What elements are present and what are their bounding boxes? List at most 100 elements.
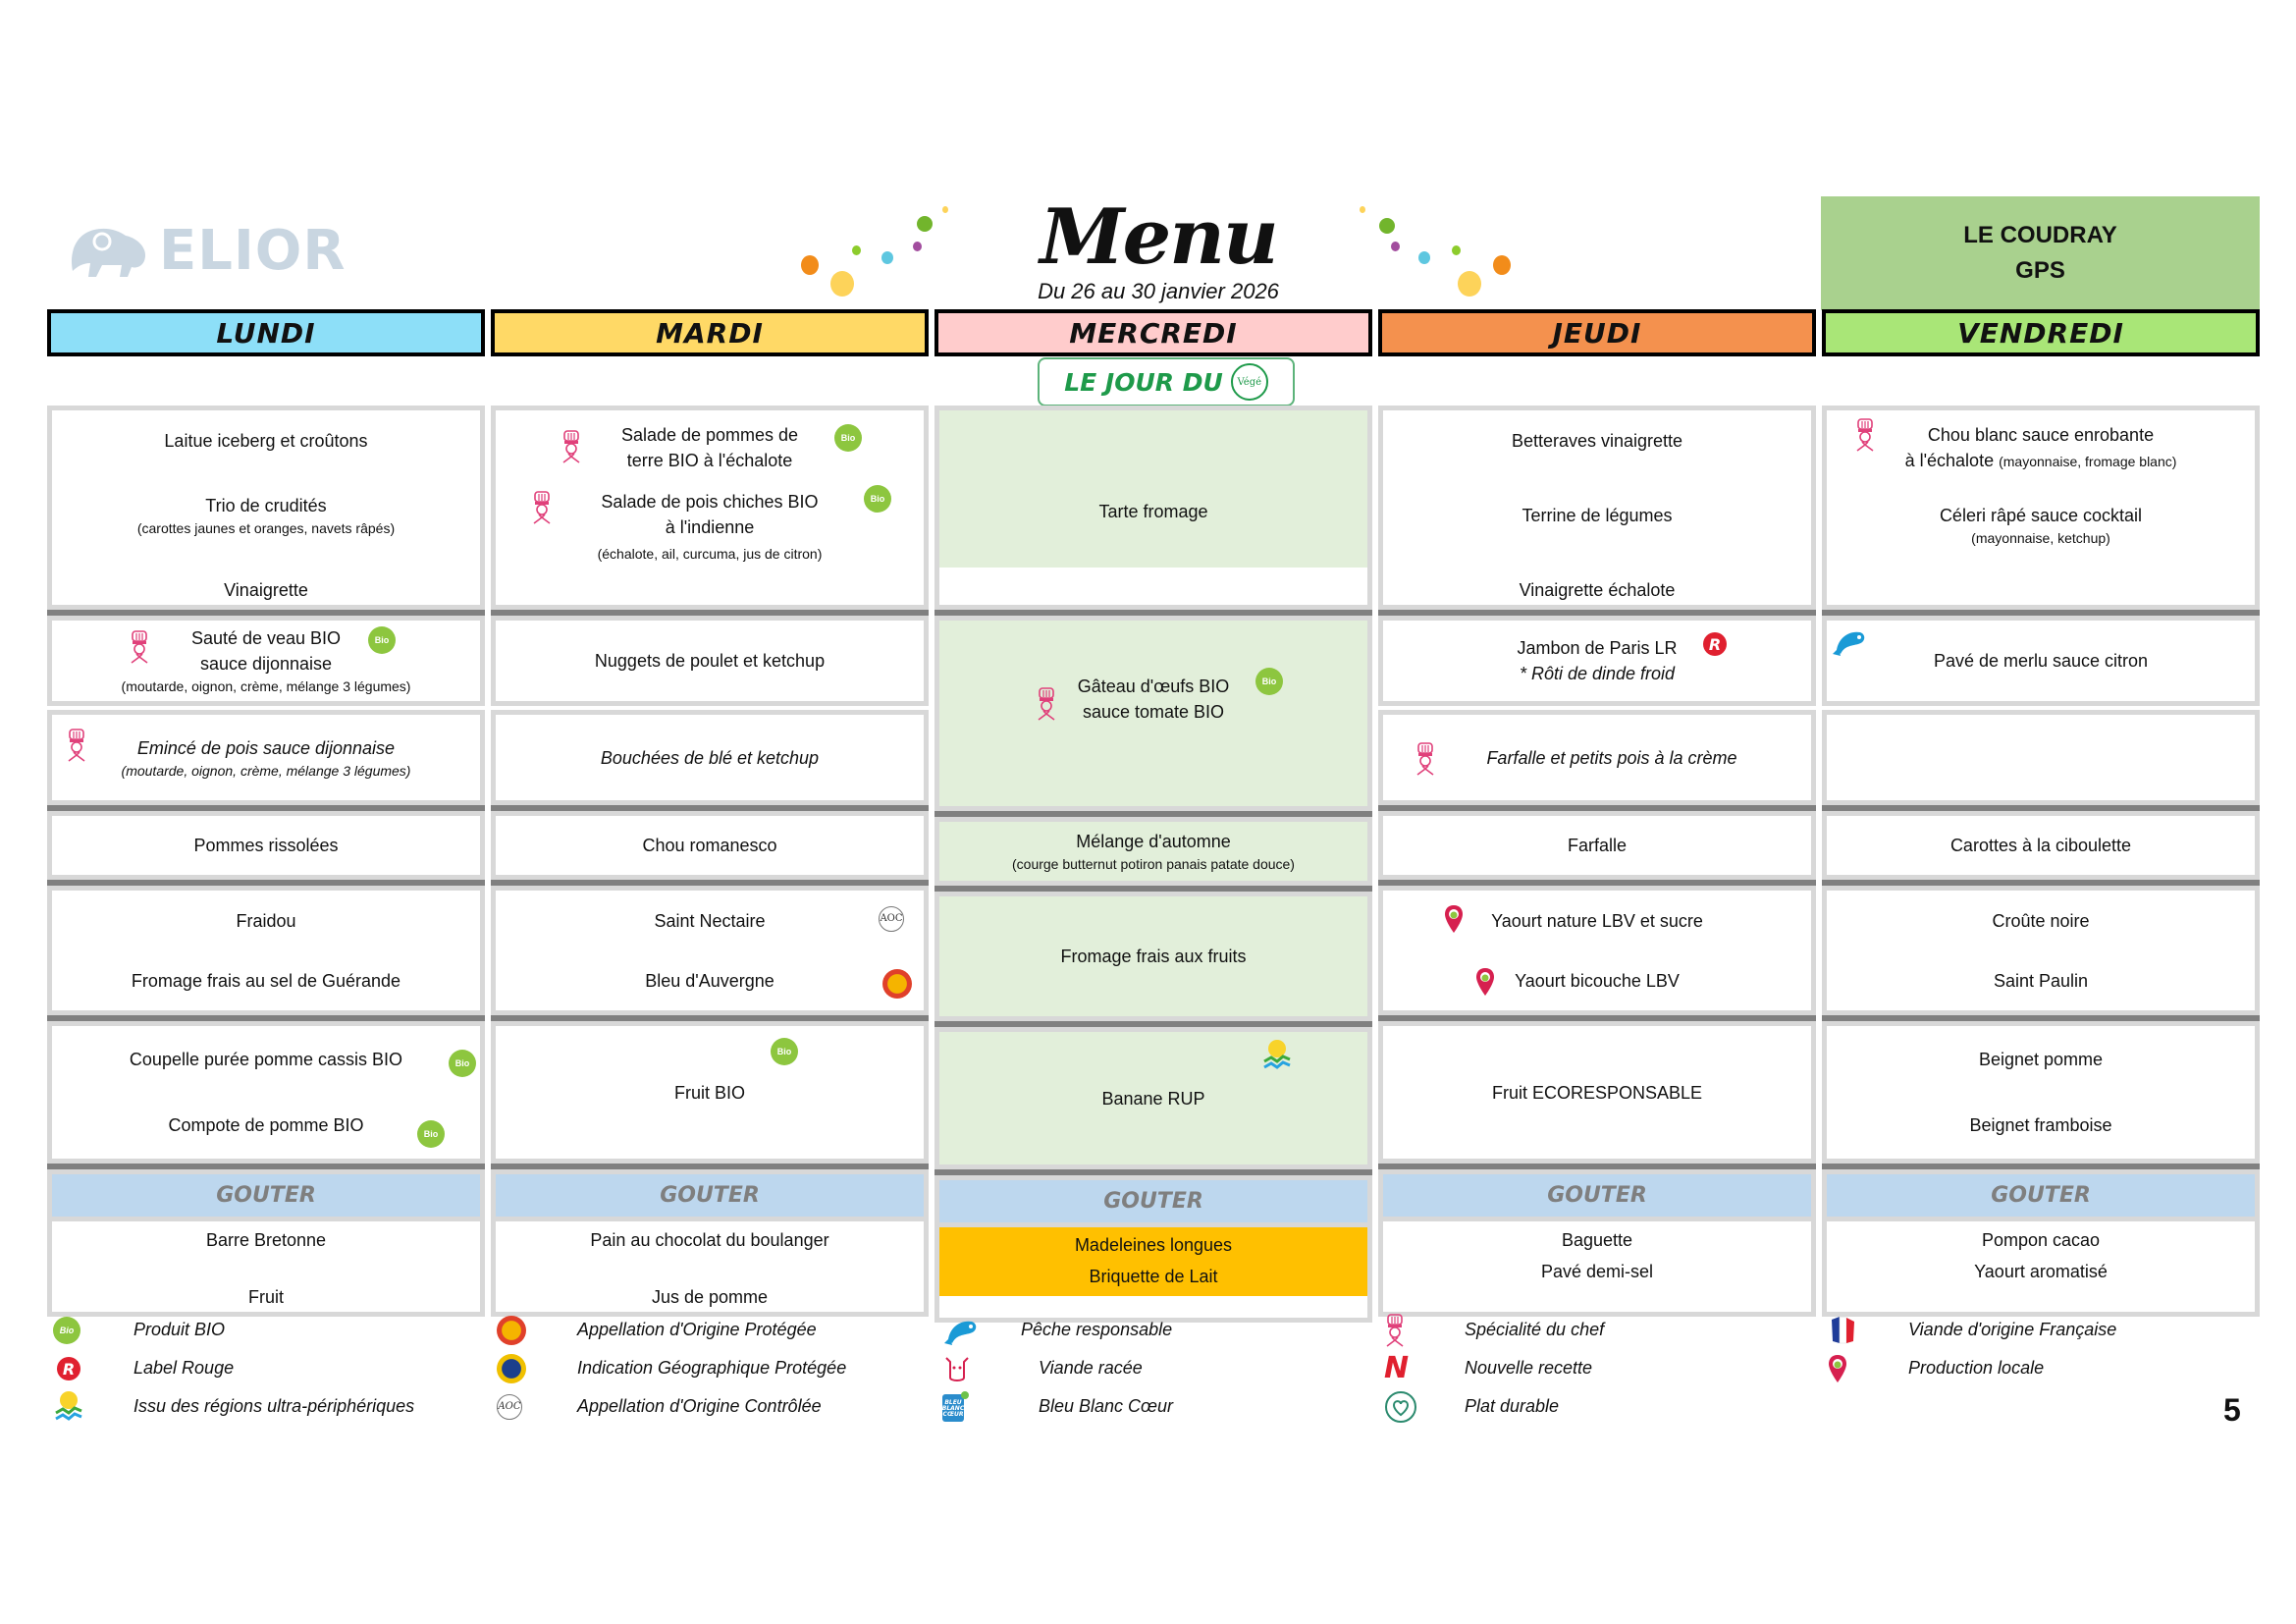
menu-item: Farfalle bbox=[1567, 836, 1628, 855]
menu-item: Madeleines longues bbox=[1074, 1235, 1233, 1255]
gouter-cell: Baguette Pavé demi-sel bbox=[1378, 1217, 1816, 1317]
menu-item: Fruit BIO bbox=[673, 1082, 745, 1103]
side-cell: Farfalle bbox=[1378, 811, 1816, 880]
legend-column: Viande d'origine Française Production lo… bbox=[1822, 1314, 2260, 1423]
chef-icon bbox=[561, 430, 582, 463]
menu-item: * Rôti de dinde froid bbox=[1519, 664, 1676, 683]
side-cell: Mélange d'automne (courge butternut poti… bbox=[934, 817, 1372, 886]
menu-item: Jambon de Paris LR bbox=[1517, 638, 1678, 658]
legend-label: Appellation d'Origine Protégée bbox=[577, 1320, 817, 1339]
bio-icon: Bio bbox=[449, 1050, 476, 1077]
local-pin-icon bbox=[1475, 967, 1495, 997]
menu-item: Sauté de veau BIO bbox=[190, 628, 342, 648]
menu-item: Pain au chocolat du boulanger bbox=[590, 1230, 829, 1250]
bio-icon: Bio bbox=[368, 626, 396, 654]
menu-item: Carottes à la ciboulette bbox=[1949, 836, 2132, 855]
menu-item-detail: (moutarde, oignon, crème, mélange 3 légu… bbox=[121, 678, 411, 694]
menu-item: Croûte noire bbox=[1992, 910, 2090, 931]
legend-item: Production locale bbox=[1822, 1352, 2260, 1384]
legend-label: Production locale bbox=[1908, 1358, 2045, 1378]
site-sub: GPS bbox=[2015, 257, 2065, 284]
menu-item: Gâteau d'œufs BIO bbox=[1077, 677, 1230, 696]
legend-column: Appellation d'Origine Protégée Indicatio… bbox=[491, 1314, 929, 1423]
rup-icon bbox=[53, 1389, 84, 1425]
dessert-cell: Bio Bio Coupelle purée pomme cassis BIO … bbox=[47, 1021, 485, 1164]
main-cell: Nuggets de poulet et ketchup bbox=[491, 616, 929, 706]
dessert-cell: Fruit ECORESPONSABLE bbox=[1378, 1021, 1816, 1164]
legend-item: Indication Géographique Protégée bbox=[491, 1352, 929, 1384]
date-range: Du 26 au 30 janvier 2026 bbox=[1038, 279, 1279, 303]
legend-label: Bleu Blanc Cœur bbox=[1039, 1396, 1174, 1416]
bio-icon: Bio bbox=[771, 1038, 798, 1065]
menu-item: Trio de crudités bbox=[205, 496, 327, 515]
menu-item: à l'échalote bbox=[1904, 451, 1995, 470]
menu-item: Salade de pois chiches BIO bbox=[601, 492, 819, 512]
vege-day-badge: LE JOUR DU Végé bbox=[1038, 357, 1295, 406]
aoc-icon: AOC bbox=[879, 906, 904, 932]
menu-item: Pompon cacao bbox=[1981, 1230, 2101, 1250]
igp-icon bbox=[497, 1353, 526, 1383]
bison-logo-icon bbox=[67, 222, 149, 279]
gouter-header: GOUTER bbox=[934, 1175, 1372, 1222]
sustainable-dish-icon bbox=[1384, 1390, 1417, 1424]
dessert-cell: Bio Fruit BIO bbox=[491, 1021, 929, 1164]
gouter-header: GOUTER bbox=[47, 1169, 485, 1217]
menu-item: Tarte fromage bbox=[1098, 502, 1208, 521]
legend-label: Viande racée bbox=[1039, 1358, 1143, 1378]
menu-item: Coupelle purée pomme cassis BIO bbox=[129, 1049, 403, 1069]
local-pin-icon bbox=[1444, 904, 1464, 934]
legend-item: Plat durable bbox=[1378, 1390, 1816, 1423]
side-cell: Pommes rissolées bbox=[47, 811, 485, 880]
elior-logo: ELIOR bbox=[67, 219, 347, 283]
menu-item: Laitue iceberg et croûtons bbox=[164, 431, 368, 451]
bio-icon: Bio bbox=[834, 424, 862, 452]
day-header-jeudi: JEUDI bbox=[1378, 309, 1816, 356]
menu-item: Bleu d'Auvergne bbox=[645, 970, 774, 991]
legend-item: Label Rouge bbox=[47, 1352, 485, 1384]
menu-item: Céleri râpé sauce cocktail bbox=[1939, 506, 2143, 525]
day-header-mardi: MARDI bbox=[491, 309, 929, 356]
column-vendredi: Chou blanc sauce enrobante à l'échalote … bbox=[1822, 406, 2260, 1323]
menu-item: Fruit bbox=[248, 1287, 284, 1307]
gouter-highlight: Madeleines longues Briquette de Lait bbox=[939, 1227, 1367, 1296]
vege-circle-icon: Végé bbox=[1230, 363, 1268, 401]
menu-item: Chou blanc sauce enrobante bbox=[1927, 425, 2155, 445]
menu-item: Fruit ECORESPONSABLE bbox=[1491, 1082, 1703, 1103]
menu-item-detail: (mayonnaise, ketchup) bbox=[1971, 530, 2110, 546]
menu-item-detail: (mayonnaise, fromage blanc) bbox=[1999, 454, 2177, 469]
menu-item: Vinaigrette échalote bbox=[1519, 580, 1676, 600]
day-header-lundi: LUNDI bbox=[47, 309, 485, 356]
bio-icon: Bio bbox=[53, 1316, 80, 1344]
day-header-vendredi: VENDREDI bbox=[1822, 309, 2260, 356]
chef-icon bbox=[531, 491, 553, 524]
menu-item: Jus de pomme bbox=[651, 1287, 769, 1307]
menu-item: Pavé de merlu sauce citron bbox=[1933, 651, 2149, 671]
chef-icon bbox=[66, 729, 87, 762]
bleu-blanc-coeur-icon bbox=[940, 1390, 970, 1424]
menu-item: Fromage frais au sel de Guérande bbox=[131, 970, 401, 991]
main-cell: Jambon de Paris LR * Rôti de dinde froid bbox=[1378, 616, 1816, 706]
alt-main-cell bbox=[1822, 710, 2260, 805]
legend-item: AOC Appellation d'Origine Contrôlée bbox=[491, 1390, 929, 1423]
main-cell: Bio Sauté de veau BIO sauce dijonnaise (… bbox=[47, 616, 485, 706]
aoc-icon: AOC bbox=[497, 1393, 522, 1420]
new-recipe-icon: N bbox=[1384, 1351, 1410, 1385]
starter-cell: Bio Bio Salade de pommes de terre BIO à … bbox=[491, 406, 929, 610]
dessert-cell: Beignet pomme Beignet framboise bbox=[1822, 1021, 2260, 1164]
menu-item-detail: (carottes jaunes et oranges, navets râpé… bbox=[136, 520, 396, 536]
day-header-mercredi: MERCREDI bbox=[934, 309, 1372, 356]
label-rouge-icon bbox=[53, 1355, 84, 1382]
starter-cell: Chou blanc sauce enrobante à l'échalote … bbox=[1822, 406, 2260, 610]
legend: Bio Produit BIO Label Rouge Issu des rég… bbox=[47, 1314, 2260, 1423]
gouter-header: GOUTER bbox=[491, 1169, 929, 1217]
menu-item: Nuggets de poulet et ketchup bbox=[594, 651, 826, 671]
local-pin-icon bbox=[1828, 1354, 1847, 1383]
legend-column: Bio Produit BIO Label Rouge Issu des rég… bbox=[47, 1314, 485, 1423]
column-mercredi: Tarte fromage Bio Gâteau d'œufs BIO sauc… bbox=[934, 406, 1372, 1323]
chef-icon bbox=[1854, 418, 1876, 452]
column-lundi: Laitue iceberg et croûtons Trio de crudi… bbox=[47, 406, 485, 1323]
cow-icon bbox=[940, 1352, 974, 1385]
aop-icon bbox=[882, 969, 912, 999]
menu-item-detail: (courge butternut potiron panais patate … bbox=[1012, 856, 1295, 872]
menu-item: Saint Nectaire bbox=[654, 910, 766, 931]
